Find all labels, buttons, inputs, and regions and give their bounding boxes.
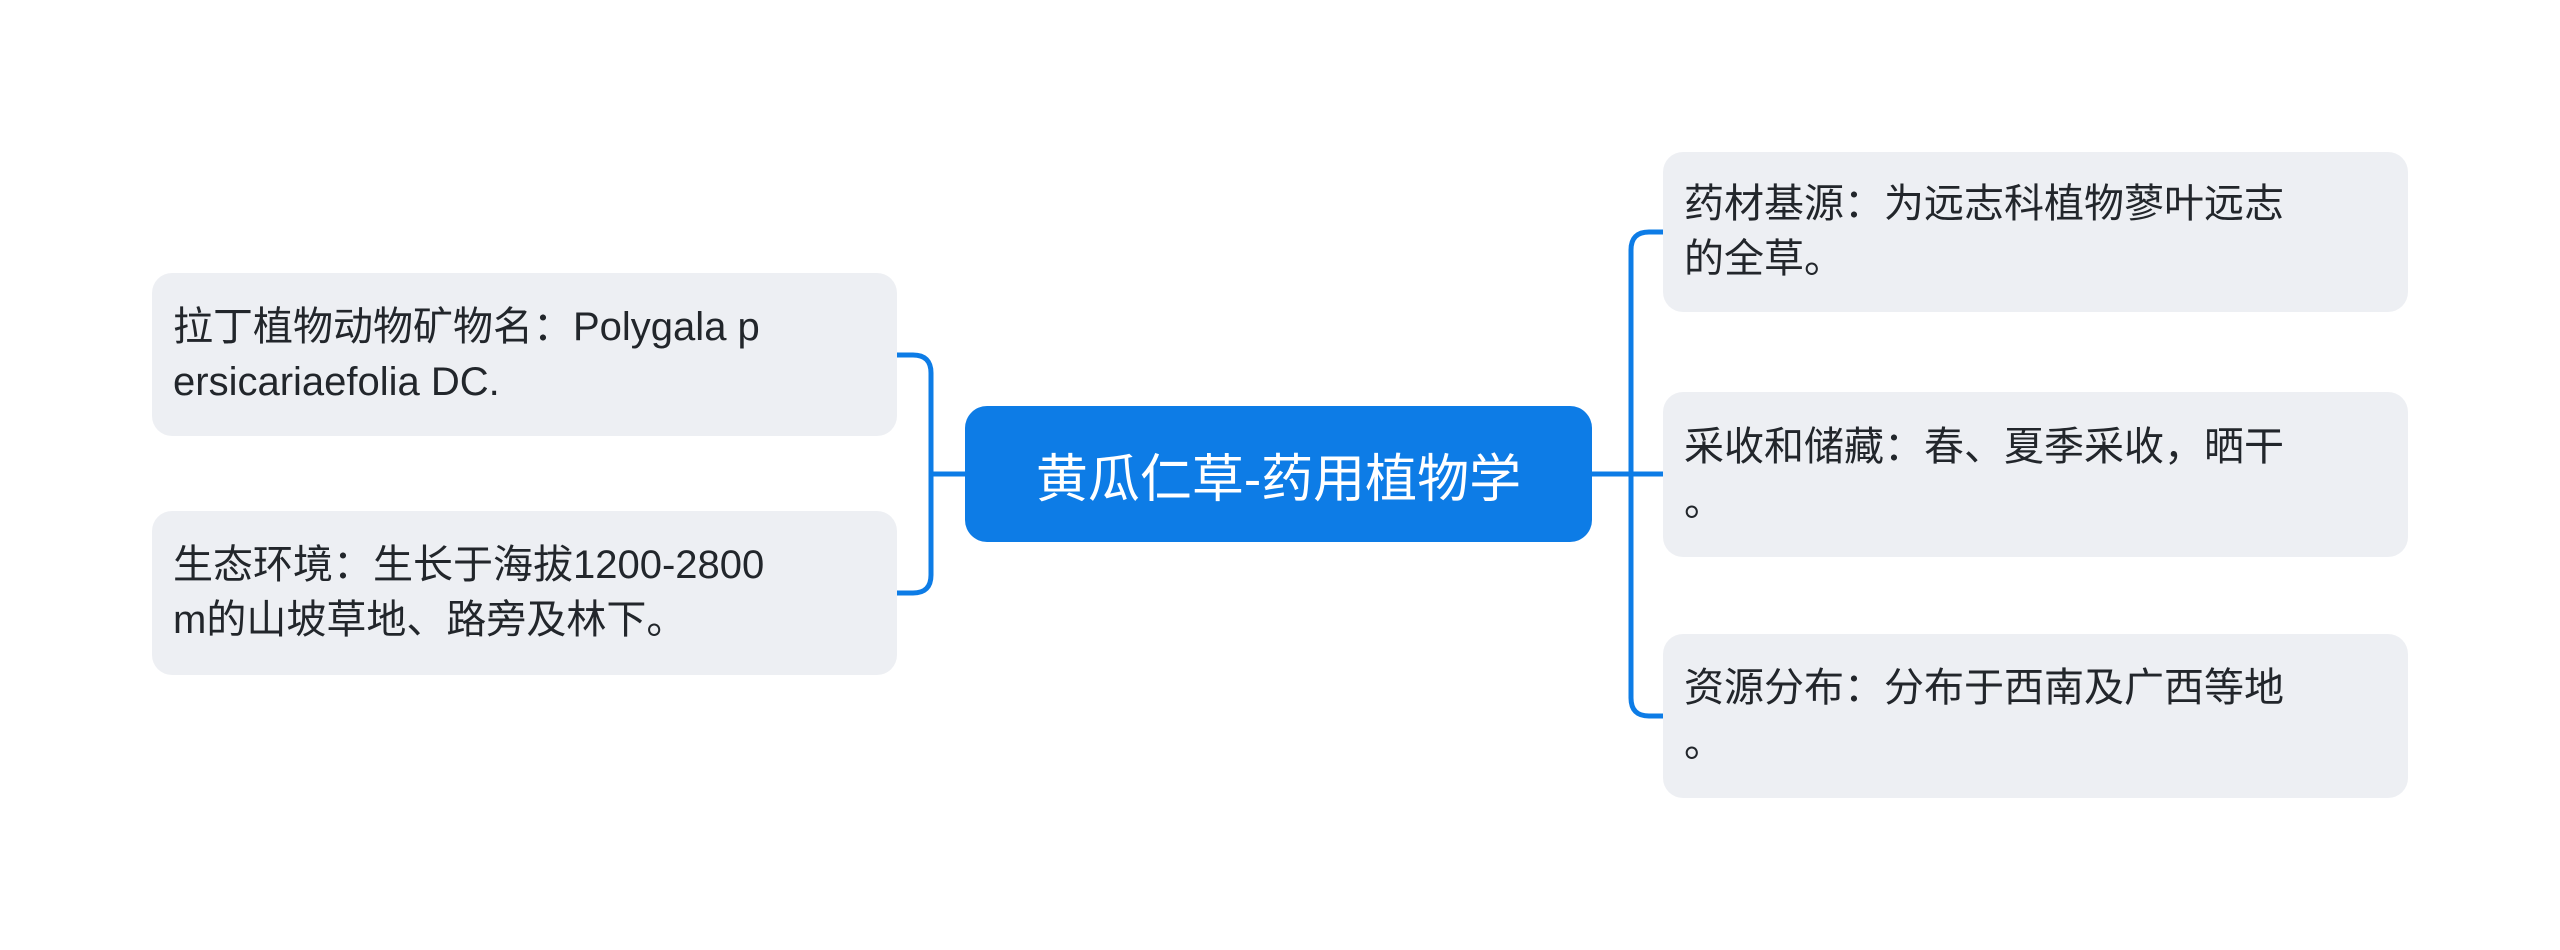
node-text-line: 采收和储藏：春、夏季采收，晒干 bbox=[1684, 424, 2284, 469]
node-text-line: m的山坡草地、路旁及林下。 bbox=[173, 598, 687, 642]
node-resource-distribution[interactable]: 资源分布：分布于西南及广西等地 。 bbox=[1663, 634, 2408, 798]
node-central-topic[interactable]: 黄瓜仁草-药用植物学 bbox=[965, 406, 1592, 542]
node-text-line: 资源分布：分布于西南及广西等地 bbox=[1684, 666, 2284, 710]
connector-left-bottom bbox=[894, 471, 934, 596]
node-latin-name[interactable]: 拉丁植物动物矿物名：Polygala p ersicariaefolia DC. bbox=[152, 273, 897, 436]
node-text-line: 。 bbox=[1684, 721, 1724, 765]
node-text-line: 的全草。 bbox=[1684, 237, 1844, 281]
connector-right-bottom bbox=[1628, 471, 1666, 719]
node-ecology[interactable]: 生态环境：生长于海拔1200-2800 m的山坡草地、路旁及林下。 bbox=[152, 511, 897, 675]
node-harvest-storage[interactable]: 采收和储藏：春、夏季采收，晒干 。 bbox=[1663, 392, 2408, 557]
connector-right-top bbox=[1628, 229, 1666, 477]
node-text-line: 生态环境：生长于海拔1200-2800 bbox=[173, 543, 765, 587]
node-text-line: ersicariaefolia DC. bbox=[173, 359, 500, 404]
connector-left-top bbox=[894, 352, 968, 477]
central-topic-label: 黄瓜仁草-药用植物学 bbox=[1035, 450, 1522, 509]
node-text-line: 药材基源：为远志科植物蓼叶远志 bbox=[1684, 182, 2284, 226]
node-text-line: 。 bbox=[1684, 479, 1724, 524]
node-material-source[interactable]: 药材基源：为远志科植物蓼叶远志 的全草。 bbox=[1663, 152, 2408, 312]
node-text-line: 拉丁植物动物矿物名：Polygala p bbox=[173, 304, 760, 349]
